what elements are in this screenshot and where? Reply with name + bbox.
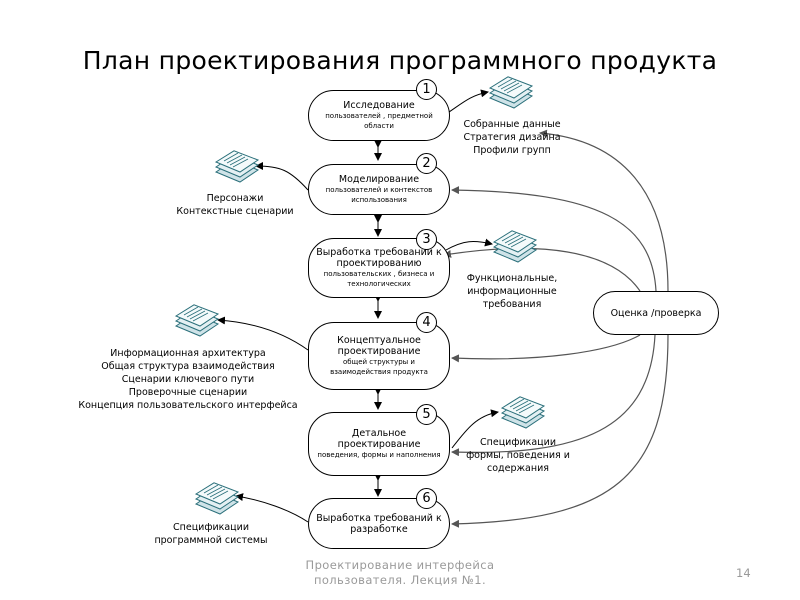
step-number: 2 [416, 153, 437, 174]
document-stack-icon [501, 396, 545, 429]
step-title: Исследование [343, 100, 415, 111]
step-number: 5 [416, 404, 437, 425]
link-step5-artifact [451, 409, 499, 449]
step-subtitle: общей структуры и взаимодействия продукт… [330, 358, 428, 376]
step-title: Моделирование [338, 174, 420, 185]
artifact-line: Проверочные сценарии [128, 387, 248, 398]
artifact-requirements-outputs: Функциональные, информационные требовани… [452, 272, 572, 311]
artifact-line: программной системы [154, 535, 268, 546]
feedback-to-step4 [451, 334, 641, 363]
artifact-line: Сценарии ключевого пути [121, 374, 255, 385]
link-step3-artifact [445, 238, 493, 251]
feedback-to-step2 [451, 186, 657, 292]
artifact-links [217, 89, 499, 523]
document-stack-icon [175, 304, 219, 337]
step-number: 4 [416, 312, 437, 333]
artifact-line: Стратегия дизайна [463, 132, 561, 143]
step-number: 1 [416, 79, 437, 100]
footer-line: Проектирование интерфейса [305, 558, 495, 572]
step-title: Концептуальное проектирование [337, 335, 421, 357]
step-subtitle: пользовательских , бизнеса и технологиче… [323, 270, 435, 288]
step-number: 6 [416, 488, 437, 509]
feedback-to-step3 [443, 247, 641, 292]
feedback-to-step5 [451, 334, 656, 457]
document-stack-icon [195, 482, 239, 515]
review-feedback-arrows [443, 129, 669, 528]
artifact-line: содержания [487, 463, 549, 474]
step-conceptual-design: Концептуальное проектирование общей стру… [308, 322, 450, 390]
footer-line: пользователя. Лекция №1. [313, 573, 487, 587]
artifact-line: Общая структура взаимодействия [101, 361, 275, 372]
artifact-line: требования [482, 299, 542, 310]
artifact-line: Информационная архитектура [110, 348, 266, 359]
step-title: Выработка требований к проектированию [316, 247, 442, 269]
step-subtitle: пользователей и контекстов использования [325, 186, 433, 204]
feedback-to-step1 [539, 129, 669, 292]
slide-footer: Проектирование интерфейса пользователя. … [285, 558, 515, 588]
artifact-line: формы, поведения и [466, 450, 570, 461]
artifact-line: информационные [467, 286, 557, 297]
artifact-line: Функциональные, [466, 273, 558, 284]
artifact-line: Спецификации [480, 437, 556, 448]
step-subtitle: поведения, формы и наполнения [317, 451, 441, 459]
link-step2-artifact [255, 162, 309, 191]
artifact-line: Профили групп [473, 145, 551, 156]
link-step6-artifact [235, 493, 309, 523]
artifact-line: Персонажи [206, 193, 264, 204]
step-title: Выработка требований к разработке [316, 512, 442, 535]
artifact-research-outputs: Собранные данные Стратегия дизайна Профи… [452, 118, 572, 157]
artifact-dev-outputs: Спецификации программной системы [146, 521, 276, 547]
document-stack-icon [489, 76, 533, 109]
step-number: 3 [416, 229, 437, 250]
artifact-line: Концепция пользовательского интерфейса [78, 400, 298, 411]
feedback-to-step6 [451, 334, 669, 528]
document-stack-icon [215, 150, 259, 183]
link-step4-artifact [217, 316, 309, 351]
step-subtitle: пользователей , предметной области [325, 112, 433, 130]
artifact-detailed-outputs: Спецификации формы, поведения и содержан… [456, 436, 580, 475]
document-stack-icon [493, 230, 537, 263]
artifact-line: Контекстные сценарии [176, 206, 294, 217]
artifact-line: Собранные данные [463, 119, 561, 130]
page-title: План проектирования программного продукт… [82, 46, 718, 75]
step-title: Детальное проектирование [337, 428, 421, 450]
artifact-conceptual-outputs: Информационная архитектура Общая структу… [72, 347, 304, 412]
step-research: Исследование пользователей , предметной … [308, 90, 450, 141]
artifact-line: Спецификации [173, 522, 249, 533]
review-node: Оценка /проверка [593, 291, 719, 335]
step-detailed-design: Детальное проектирование поведения, форм… [308, 412, 450, 476]
page-number: 14 [736, 566, 751, 580]
artifact-modeling-outputs: Персонажи Контекстные сценарии [170, 192, 300, 218]
